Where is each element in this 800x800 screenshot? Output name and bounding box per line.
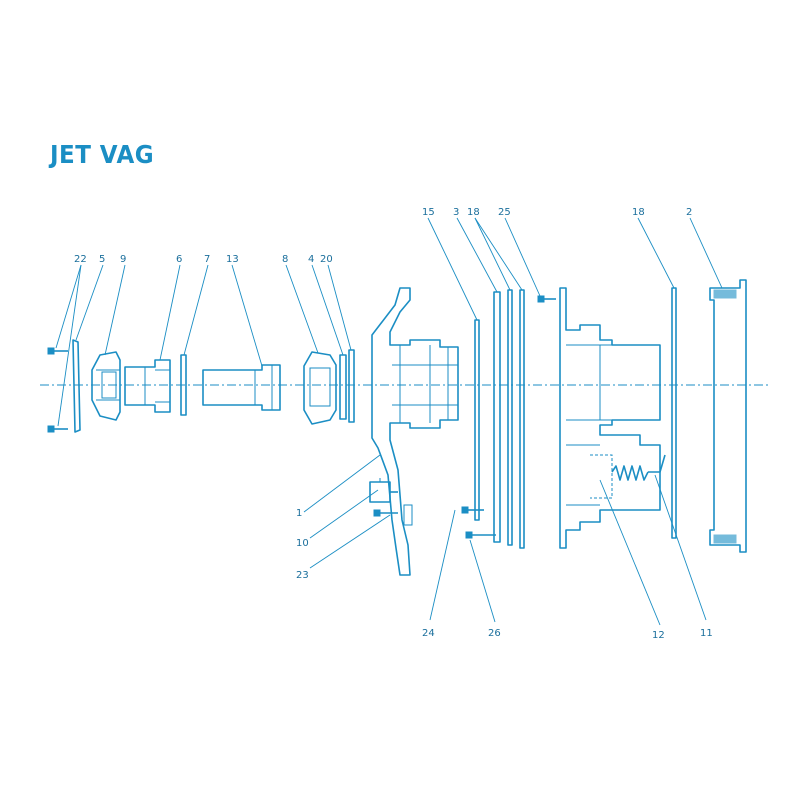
callout-10: 10 bbox=[296, 538, 309, 549]
part-25-screw bbox=[537, 295, 556, 303]
part-23-screw bbox=[373, 509, 398, 517]
part-18-gasket-b bbox=[519, 289, 525, 549]
part-13-tube bbox=[202, 364, 281, 411]
callout-2: 2 bbox=[686, 207, 692, 218]
part-18-gasket-a bbox=[507, 289, 513, 546]
callout-6: 6 bbox=[176, 254, 182, 265]
part-3-flange bbox=[493, 291, 501, 543]
callout-12: 12 bbox=[652, 630, 665, 641]
callout-11: 11 bbox=[700, 628, 713, 639]
callout-20: 20 bbox=[320, 254, 333, 265]
callout-4: 4 bbox=[308, 254, 314, 265]
callout-7: 7 bbox=[204, 254, 210, 265]
callout-1: 1 bbox=[296, 508, 302, 519]
callout-18a: 18 bbox=[467, 207, 480, 218]
callout-9: 9 bbox=[120, 254, 126, 265]
callout-15: 15 bbox=[422, 207, 435, 218]
part-1-body bbox=[371, 287, 459, 576]
callout-13: 13 bbox=[226, 254, 239, 265]
part-5-plate bbox=[72, 339, 81, 433]
part-12-housing bbox=[559, 287, 661, 549]
part-4-ring bbox=[339, 354, 347, 420]
callout-8: 8 bbox=[282, 254, 288, 265]
callout-18b: 18 bbox=[632, 207, 645, 218]
part-7-seal bbox=[180, 354, 187, 416]
part-11-spring bbox=[611, 454, 666, 481]
callout-5: 5 bbox=[99, 254, 105, 265]
part-18-gasket-c bbox=[671, 287, 677, 539]
callout-25: 25 bbox=[498, 207, 511, 218]
part-6-nozzle bbox=[124, 359, 171, 413]
leader-lines bbox=[55, 217, 723, 626]
part-9-cap bbox=[91, 351, 121, 421]
diagram-title: JET VAG bbox=[50, 140, 155, 169]
part-10-valve bbox=[369, 478, 398, 503]
part-20-ring bbox=[348, 349, 355, 423]
part-8-collar bbox=[303, 351, 337, 425]
callout-26: 26 bbox=[488, 628, 501, 639]
part-24-screw bbox=[461, 506, 484, 514]
callout-24: 24 bbox=[422, 628, 435, 639]
part-2-ring bbox=[709, 279, 747, 553]
callout-3: 3 bbox=[453, 207, 459, 218]
part-26-screw bbox=[465, 531, 496, 539]
part-22-screws bbox=[47, 347, 68, 433]
callout-labels: 22 5 9 6 7 13 8 4 20 15 3 18 25 18 2 1 1… bbox=[74, 207, 713, 641]
part-15-gasket bbox=[474, 319, 480, 521]
callout-23: 23 bbox=[296, 570, 309, 581]
callout-22: 22 bbox=[74, 254, 87, 265]
